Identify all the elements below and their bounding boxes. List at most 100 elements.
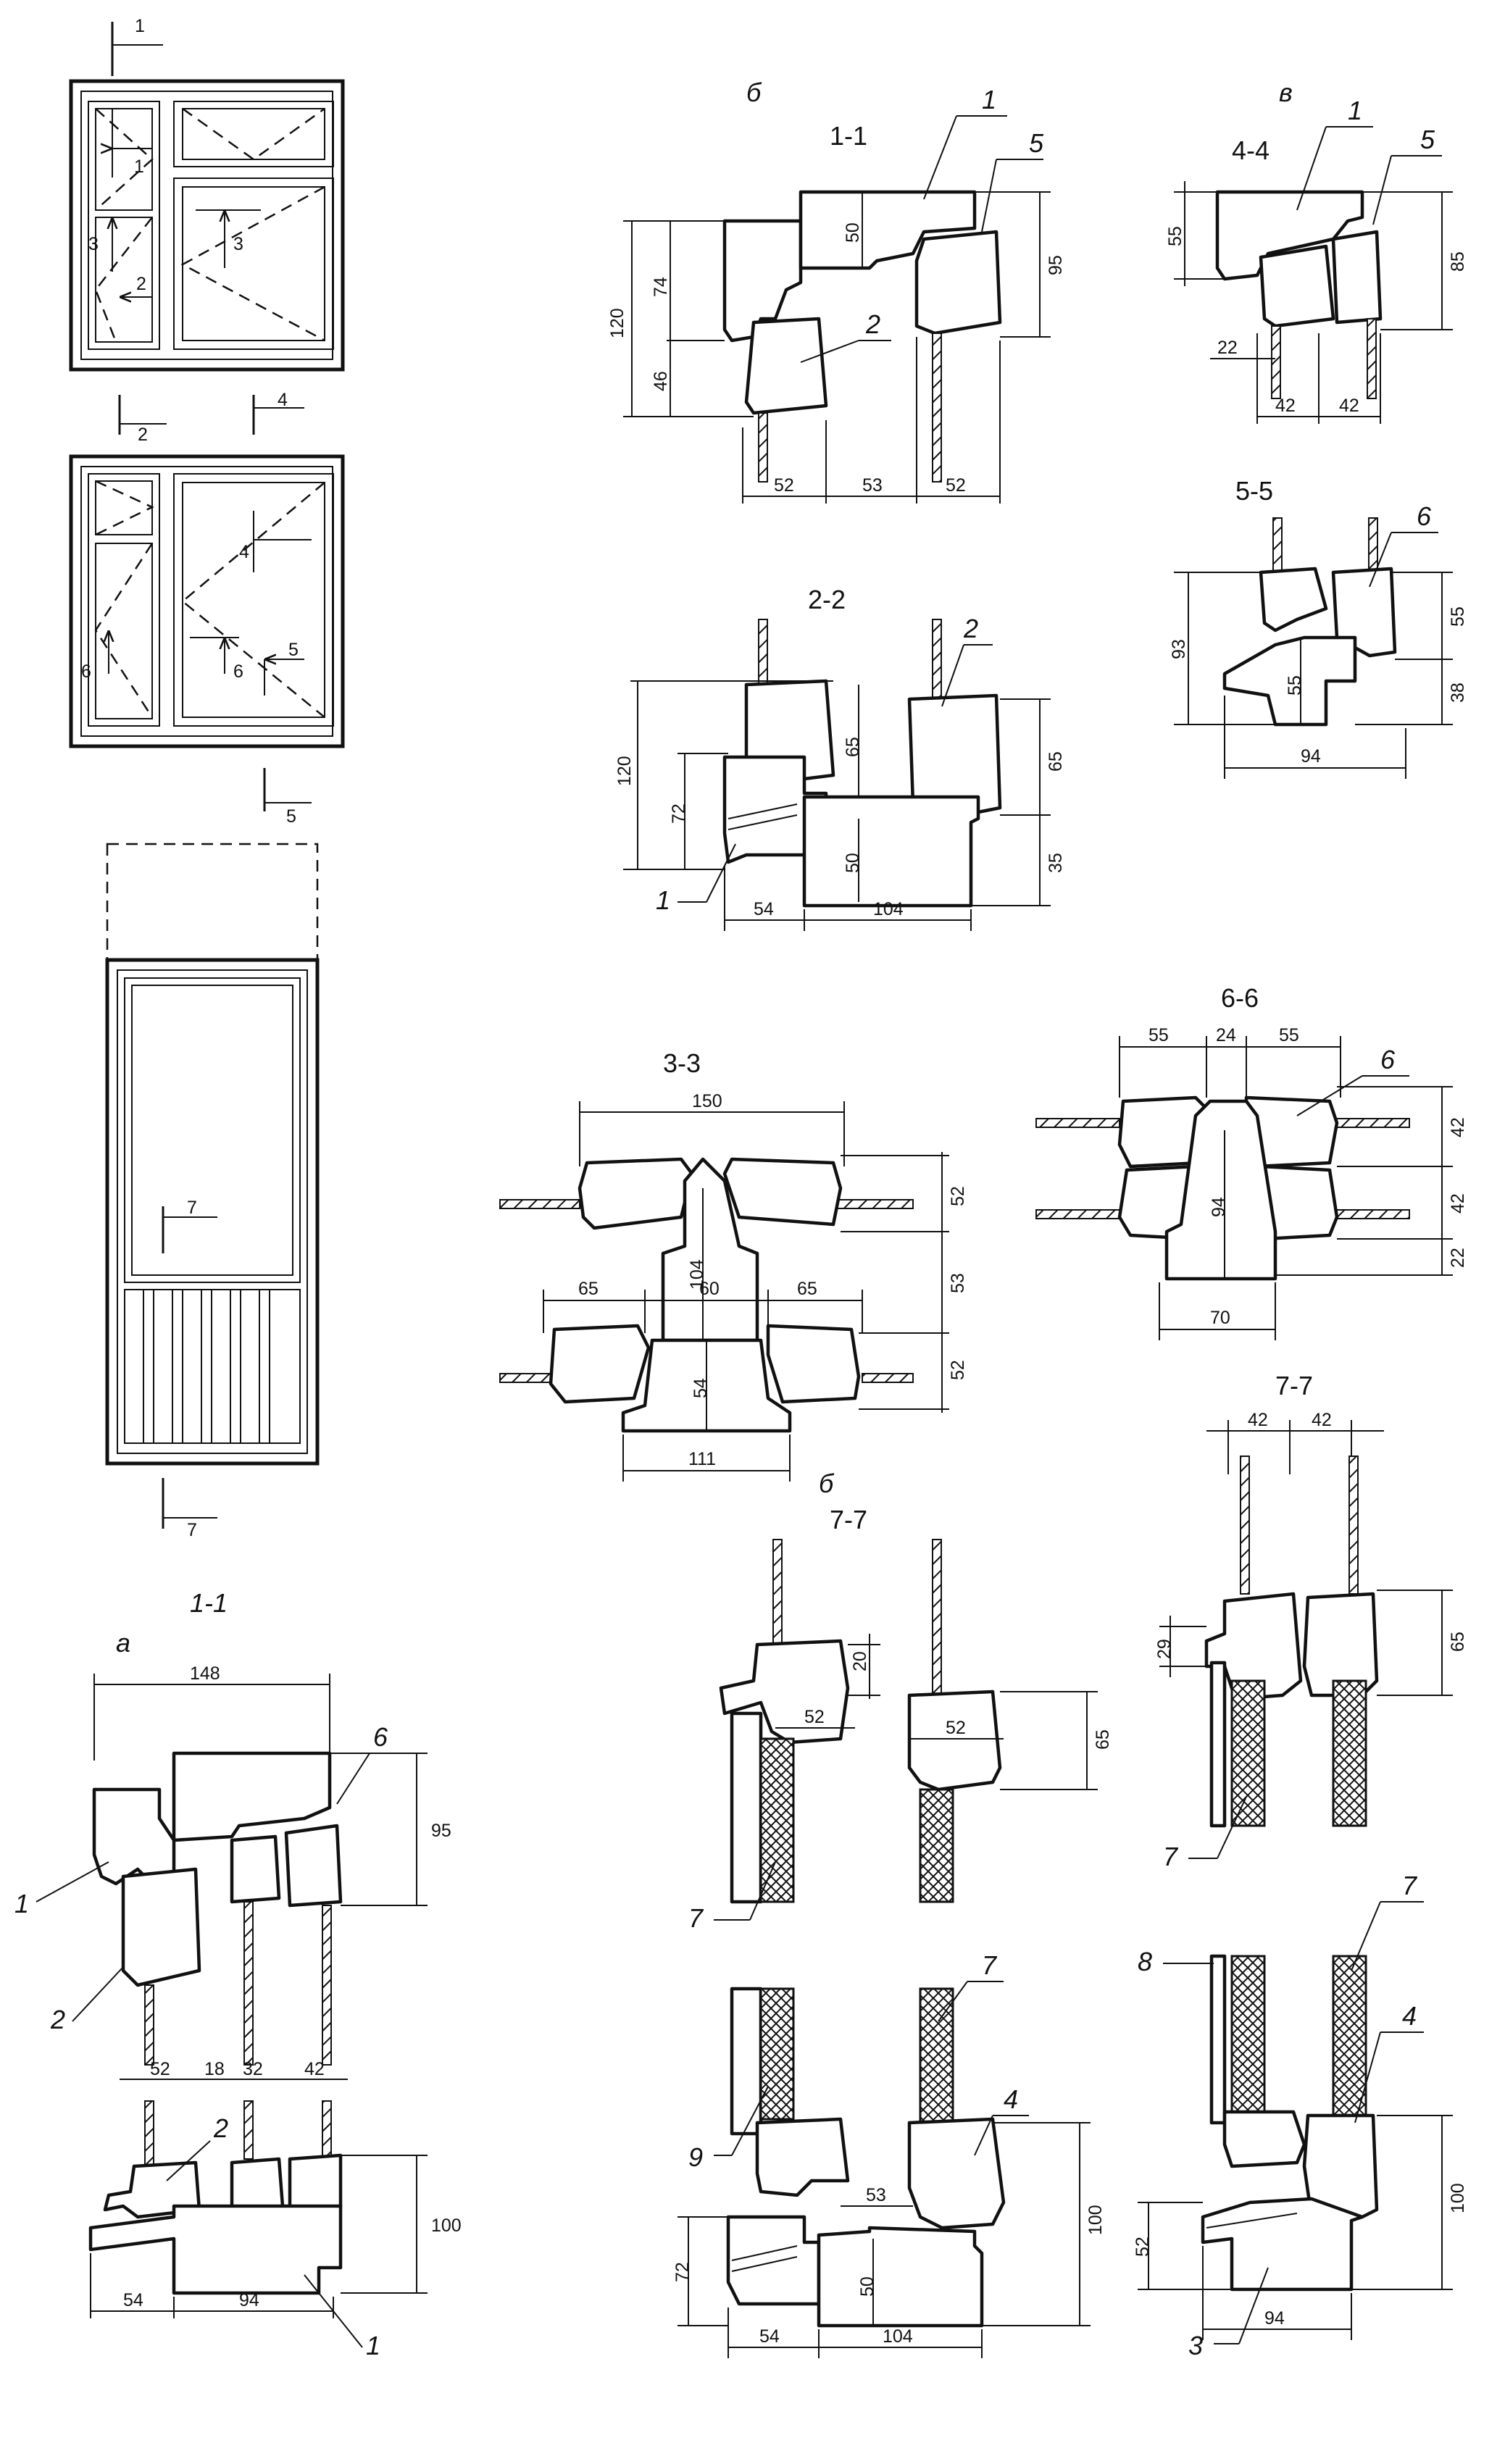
callout-2-low: 2 bbox=[213, 2113, 228, 2143]
dim-65-22a: 65 bbox=[843, 737, 863, 757]
dim-104-33: 104 bbox=[687, 1259, 707, 1290]
section-a-variant: а bbox=[116, 1628, 130, 1658]
variant-v-letter: в bbox=[1279, 78, 1293, 107]
callout-9-d: 9 bbox=[688, 2142, 703, 2172]
callout-5-b: 5 bbox=[1029, 128, 1044, 158]
dim-111: 111 bbox=[688, 1449, 716, 1469]
dim-74: 74 bbox=[651, 277, 671, 297]
section-v-5-5-title: 5-5 bbox=[1235, 476, 1273, 506]
window-elevation-2: 4 6 6 5 5 bbox=[69, 454, 345, 827]
callout-7-d2: 7 bbox=[982, 1950, 998, 1980]
callout-1-top: 1 bbox=[14, 1889, 29, 1918]
dim-93-55: 93 bbox=[1169, 639, 1189, 659]
callout-1-low: 1 bbox=[366, 2331, 380, 2360]
dim-60-33: 60 bbox=[699, 1279, 720, 1299]
dim-104-22: 104 bbox=[873, 899, 904, 919]
dim-53-b: 53 bbox=[862, 475, 883, 496]
door-elevation: 7 7 bbox=[105, 843, 320, 1540]
section-b-2-2-title: 2-2 bbox=[808, 585, 846, 614]
callout-2-mid: 2 bbox=[50, 2005, 65, 2034]
cut-mark-3-right: 3 bbox=[233, 234, 243, 254]
cut-mark-2-below: 2 bbox=[138, 425, 148, 445]
dim-22-66: 22 bbox=[1448, 1248, 1468, 1268]
dim-70-66: 70 bbox=[1210, 1308, 1230, 1328]
callout-8-dv: 8 bbox=[1138, 1947, 1152, 1976]
dim-46: 46 bbox=[651, 371, 671, 391]
section-a-title: 1-1 bbox=[190, 1588, 228, 1618]
dim-52-d1: 52 bbox=[804, 1707, 825, 1727]
dim-150: 150 bbox=[692, 1091, 722, 1111]
cut-mark-6-left: 6 bbox=[81, 661, 91, 682]
section-door-v-7-7: 7-7 42 42 29 65 100 5 bbox=[1133, 1371, 1468, 2360]
dim-18: 18 bbox=[204, 2059, 225, 2079]
dim-42-44a: 42 bbox=[1275, 396, 1296, 416]
dim-50-22: 50 bbox=[843, 853, 863, 873]
dim-52-d2: 52 bbox=[946, 1718, 966, 1738]
dim-95-b: 95 bbox=[1046, 255, 1066, 275]
section-door-b-7-7: б 7-7 52 20 52 65 53 72 bbox=[672, 1469, 1113, 2358]
section-b-1-1: б 1-1 120 74 46 50 95 52 53 52 1 5 bbox=[607, 78, 1066, 504]
section-v-5-5: 5-5 93 55 38 55 94 6 bbox=[1169, 476, 1468, 779]
dim-20-d: 20 bbox=[850, 1651, 870, 1671]
cut-mark-1-inner: 1 bbox=[134, 156, 144, 177]
callout-3-dv: 3 bbox=[1188, 2331, 1203, 2360]
cut-mark-5-below: 5 bbox=[286, 806, 296, 827]
dim-42-66b: 42 bbox=[1448, 1193, 1468, 1214]
callout-4-dv: 4 bbox=[1402, 2001, 1417, 2031]
dim-54-d: 54 bbox=[759, 2326, 780, 2347]
dim-55-44: 55 bbox=[1165, 226, 1185, 246]
section-b-3-3-title: 3-3 bbox=[663, 1048, 701, 1078]
dim-65-33b: 65 bbox=[797, 1279, 817, 1299]
callout-1-22: 1 bbox=[656, 885, 670, 915]
section-a-1-1: 1-1 а 148 95 52 18 32 42 6 1 2 bbox=[14, 1588, 462, 2360]
dim-55-66a: 55 bbox=[1148, 1025, 1169, 1045]
cut-mark-3-left: 3 bbox=[88, 234, 99, 254]
dim-52-33a: 52 bbox=[948, 1186, 968, 1206]
dim-50-d: 50 bbox=[857, 2276, 877, 2297]
callout-7-dv1: 7 bbox=[1163, 1842, 1179, 1871]
callout-7-dv2: 7 bbox=[1402, 1871, 1418, 1900]
dim-55-55a: 55 bbox=[1448, 606, 1468, 627]
window-elevation-1: 1 1 3 3 2 2 4 bbox=[69, 16, 345, 445]
dim-85-44: 85 bbox=[1448, 251, 1468, 272]
dim-94-55: 94 bbox=[1301, 746, 1321, 767]
dim-54-33: 54 bbox=[691, 1378, 711, 1398]
dim-53-d: 53 bbox=[866, 2185, 886, 2205]
section-b-1-1-title: 1-1 bbox=[830, 121, 867, 151]
door-b-title: 7-7 bbox=[830, 1505, 867, 1534]
callout-2-b: 2 bbox=[865, 309, 880, 339]
cut-mark-6-right: 6 bbox=[233, 661, 243, 682]
cut-mark-5: 5 bbox=[288, 640, 299, 660]
dim-54: 54 bbox=[123, 2290, 143, 2310]
dim-94-66: 94 bbox=[1209, 1197, 1229, 1217]
cut-mark-7-door: 7 bbox=[187, 1198, 197, 1218]
cut-mark-1-top: 1 bbox=[135, 16, 145, 36]
dim-22-44: 22 bbox=[1217, 338, 1238, 358]
dim-65-d: 65 bbox=[1093, 1729, 1113, 1750]
section-v-6-6: 6-6 55 24 55 42 42 22 94 70 6 bbox=[1035, 983, 1468, 1340]
callout-6: 6 bbox=[373, 1722, 388, 1752]
dim-65-33a: 65 bbox=[578, 1279, 599, 1299]
callout-6-66: 6 bbox=[1380, 1045, 1396, 1074]
dim-42-66a: 42 bbox=[1448, 1117, 1468, 1137]
callout-5-44: 5 bbox=[1420, 125, 1435, 154]
door-v-title: 7-7 bbox=[1275, 1371, 1313, 1400]
callout-1-b: 1 bbox=[982, 85, 996, 114]
dim-148: 148 bbox=[190, 1663, 220, 1684]
door-b-letter: б bbox=[819, 1469, 835, 1498]
dim-52-b2: 52 bbox=[946, 475, 966, 496]
cut-mark-7-below: 7 bbox=[187, 1520, 197, 1540]
dim-52-dv: 52 bbox=[1133, 2237, 1153, 2257]
dim-35-22: 35 bbox=[1046, 853, 1066, 873]
dim-42-44b: 42 bbox=[1339, 396, 1359, 416]
dim-42: 42 bbox=[304, 2059, 325, 2079]
callout-2-22: 2 bbox=[963, 614, 978, 643]
dim-55-66b: 55 bbox=[1279, 1025, 1299, 1045]
dim-42-dv1: 42 bbox=[1248, 1410, 1268, 1430]
dim-120: 120 bbox=[607, 308, 628, 338]
dim-52-33b: 52 bbox=[948, 1360, 968, 1380]
dim-72-22: 72 bbox=[669, 803, 689, 824]
dim-38-55: 38 bbox=[1448, 682, 1468, 703]
dim-94-dv: 94 bbox=[1264, 2308, 1285, 2329]
